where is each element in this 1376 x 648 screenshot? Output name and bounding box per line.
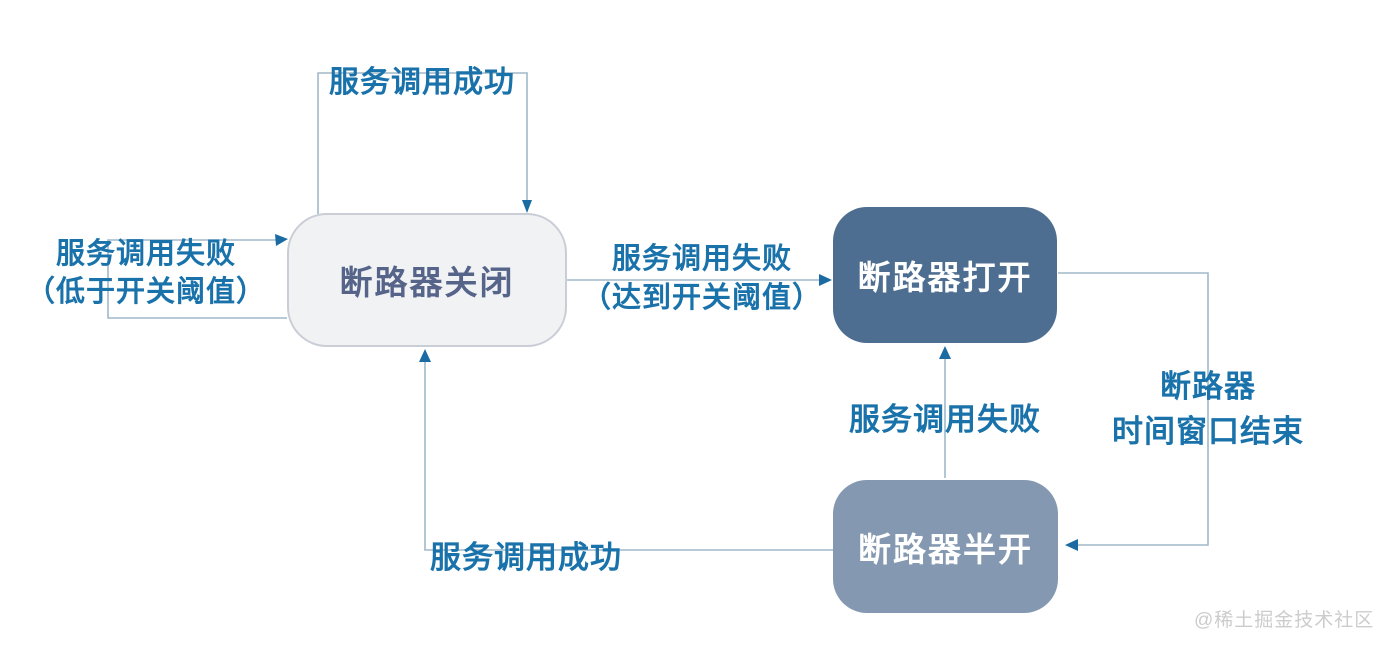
state-label-open: 断路器打开	[857, 259, 1033, 296]
state-label-half-open: 断路器半开	[858, 530, 1033, 568]
state-node-half-open: 断路器半开	[833, 480, 1058, 613]
arrowhead-right-into-open	[819, 274, 832, 286]
edge-half-open-to-closed-line	[424, 360, 833, 551]
edge-label-line1: 服务调用失败	[611, 243, 793, 275]
edge-label-closed-self-failure: 服务调用失败 （低于开关阈值）	[26, 235, 266, 311]
edge-label-half-open-to-open: 服务调用失败	[849, 402, 1041, 437]
edge-closed-self-failure-line	[107, 239, 287, 319]
state-node-closed: 断路器关闭	[287, 213, 567, 347]
state-label-closed: 断路器关闭	[339, 264, 515, 301]
edge-open-to-half-open-line	[1058, 272, 1209, 546]
arrowhead-down-into-closed	[522, 200, 532, 213]
edge-label-half-open-to-closed: 服务调用成功	[430, 540, 622, 575]
arrowhead-up-into-closed	[419, 349, 431, 362]
edge-closed-self-success-line	[317, 72, 528, 214]
arrowhead-up-into-open	[939, 346, 951, 359]
edge-label-line2: （低于开关阈值）	[25, 276, 267, 308]
edge-label-line2: 时间窗口结束	[1112, 414, 1304, 449]
arrowhead-left-into-half-open	[1065, 539, 1078, 551]
edge-label-line1: 断路器	[1160, 369, 1256, 404]
arrowhead-right-into-closed	[275, 234, 288, 246]
edge-label-line2: （达到开关阈值）	[581, 282, 823, 314]
edge-label-closed-to-open: 服务调用失败 （达到开关阈值）	[582, 240, 822, 318]
state-node-open: 断路器打开	[833, 207, 1057, 343]
edge-label-open-to-half-open: 断路器 时间窗口结束	[1112, 364, 1304, 454]
edge-label-closed-self-success: 服务调用成功	[329, 66, 515, 99]
watermark-text: @稀土掘金技术社区	[1194, 610, 1375, 631]
edge-label-line1: 服务调用失败	[55, 238, 237, 270]
